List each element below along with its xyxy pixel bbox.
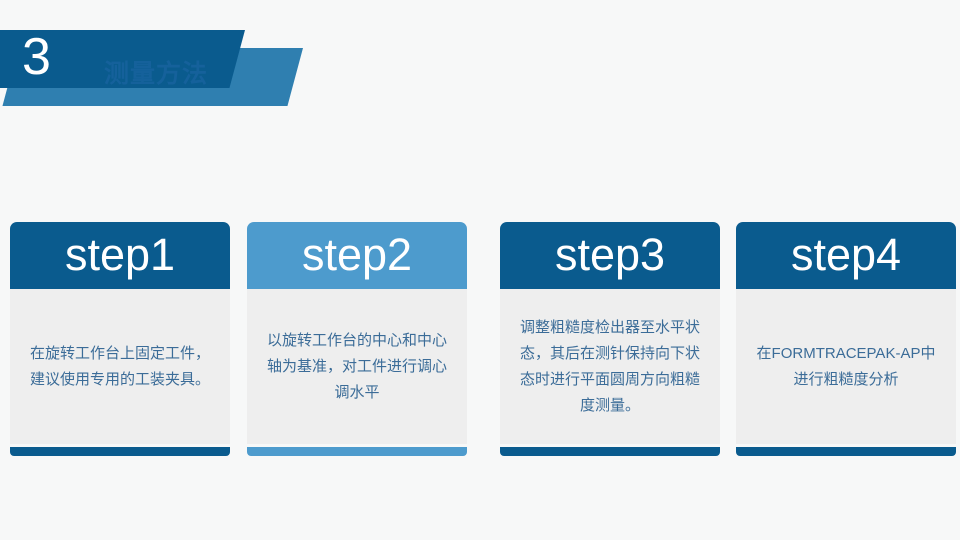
step-card-body: 以旋转工作台的中心和中心轴为基准，对工件进行调心调水平	[247, 289, 467, 444]
step-card-header: step1	[10, 222, 230, 289]
page-title: 测量方法	[104, 60, 209, 88]
step-card-list: step1 在旋转工作台上固定工件，建议使用专用的工装夹具。 step2 以旋转…	[0, 222, 960, 462]
step-description: 在旋转工作台上固定工件，建议使用专用的工装夹具。	[29, 344, 210, 388]
step-card-footer-bar	[247, 447, 467, 456]
step-card[interactable]: step2 以旋转工作台的中心和中心轴为基准，对工件进行调心调水平	[247, 222, 467, 460]
step-label: step1	[64, 229, 176, 280]
step-card-body: 在FORMTRACEPAK-AP中进行粗糙度分析	[736, 289, 956, 444]
step-card[interactable]: step1 在旋转工作台上固定工件，建议使用专用的工装夹具。	[10, 222, 230, 460]
step-card-header: step3	[500, 222, 720, 289]
step-card-header: step4	[736, 222, 956, 289]
step-label: step2	[301, 229, 413, 280]
step-card-footer-bar	[10, 447, 230, 456]
slide-header: 3 测量方法	[0, 28, 400, 106]
step-card-header: step2	[247, 222, 467, 289]
step-card-body: 调整粗糙度检出器至水平状态，其后在测针保持向下状态时进行平面圆周方向粗糙度测量。	[500, 289, 720, 444]
step-card-footer-bar	[736, 447, 956, 456]
step-description: 调整粗糙度检出器至水平状态，其后在测针保持向下状态时进行平面圆周方向粗糙度测量。	[519, 318, 700, 414]
step-description: 以旋转工作台的中心和中心轴为基准，对工件进行调心调水平	[266, 331, 447, 401]
step-label: step4	[790, 229, 902, 280]
step-label: step3	[554, 229, 666, 280]
step-card[interactable]: step4 在FORMTRACEPAK-AP中进行粗糙度分析	[736, 222, 956, 460]
step-card-body: 在旋转工作台上固定工件，建议使用专用的工装夹具。	[10, 289, 230, 444]
section-number: 3	[22, 28, 51, 86]
step-card-footer-bar	[500, 447, 720, 456]
step-description: 在FORMTRACEPAK-AP中进行粗糙度分析	[756, 344, 936, 388]
step-card[interactable]: step3 调整粗糙度检出器至水平状态，其后在测针保持向下状态时进行平面圆周方向…	[500, 222, 720, 460]
